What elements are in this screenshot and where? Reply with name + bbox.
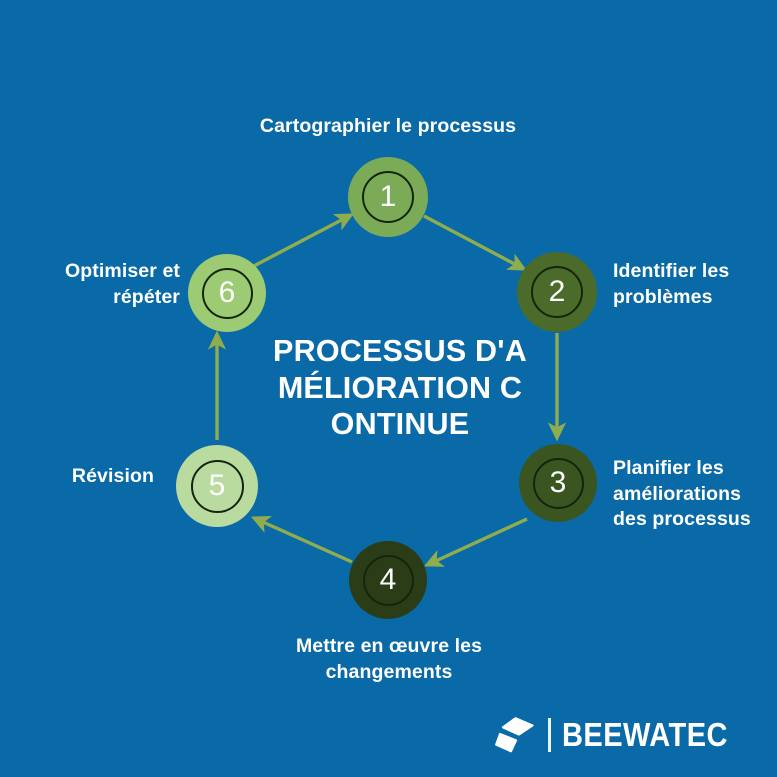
node-2-ring: 2 <box>531 266 583 318</box>
brand-name: BEEWATEC <box>562 716 729 753</box>
cycle-node-5[interactable]: 5 <box>176 445 258 527</box>
arrow-6-to-1 <box>249 213 355 270</box>
diagram-center-title: PROCESSUS D'AMÉLIORATION CONTINUE <box>273 334 527 442</box>
node-4-ring: 4 <box>362 554 414 606</box>
node-4-label: Mettre en œuvre les changements <box>295 635 483 683</box>
cycle-node-4[interactable]: 4 <box>349 541 427 619</box>
arrow-1-to-2 <box>423 214 528 271</box>
node-6-ring: 6 <box>201 267 253 319</box>
node-1-label: Cartographier le processus <box>259 115 517 137</box>
node-3-ring: 3 <box>532 457 584 509</box>
node-5-number: 5 <box>208 469 226 502</box>
node-4-number: 4 <box>379 563 397 596</box>
cycle-node-2[interactable]: 2 <box>517 252 597 332</box>
node-1-number: 1 <box>379 180 397 213</box>
node-2-label: Identifier les problèmes <box>613 260 730 308</box>
node-2-number: 2 <box>548 275 566 308</box>
cycle-node-1[interactable]: 1 <box>348 157 428 237</box>
brand-logo: BEEWATEC <box>495 715 751 755</box>
node-1-ring: 1 <box>362 171 414 223</box>
arrow-3-to-4 <box>423 517 528 567</box>
node-6-number: 6 <box>218 276 236 309</box>
beewatec-logo-icon <box>495 717 535 753</box>
cycle-node-6[interactable]: 6 <box>188 254 266 332</box>
node-3-number: 3 <box>549 466 567 499</box>
logo-divider <box>548 718 552 752</box>
arrow-4-to-5 <box>250 516 353 564</box>
node-5-ring: 5 <box>190 459 244 513</box>
node-3-label: Planifier les améliorations des processu… <box>613 457 751 531</box>
cycle-node-3[interactable]: 3 <box>519 444 597 522</box>
node-6-label: Optimiser et répéter <box>65 260 180 308</box>
node-5-label: Révision <box>71 465 154 487</box>
